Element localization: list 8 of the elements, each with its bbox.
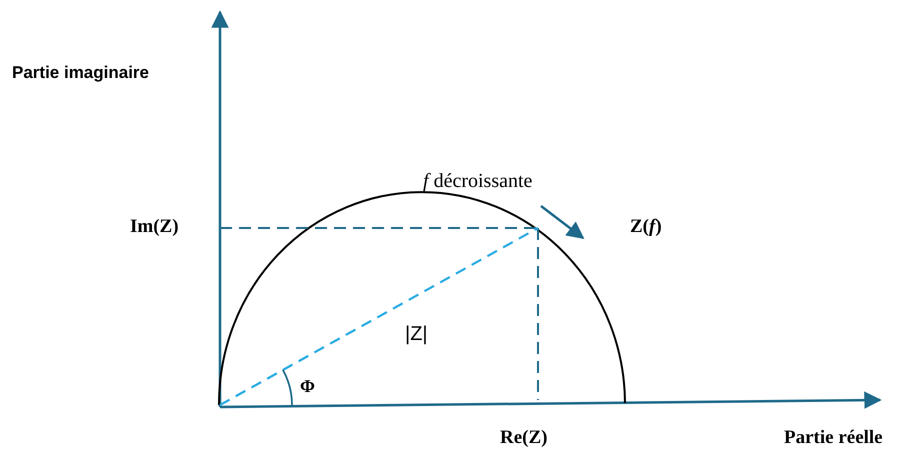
axis-label: Partie réelle [784, 428, 883, 449]
axis-value-label: Re(Z) [500, 428, 548, 449]
axis-label: Partie imaginaire [12, 64, 150, 83]
angle-label: Φ [300, 377, 315, 397]
axis-value-label: Im(Z) [130, 217, 179, 238]
point-label: Z(f) [630, 217, 662, 238]
magnitude-label: |Z| [405, 323, 428, 345]
annotation-text: f décroissante [423, 170, 532, 192]
